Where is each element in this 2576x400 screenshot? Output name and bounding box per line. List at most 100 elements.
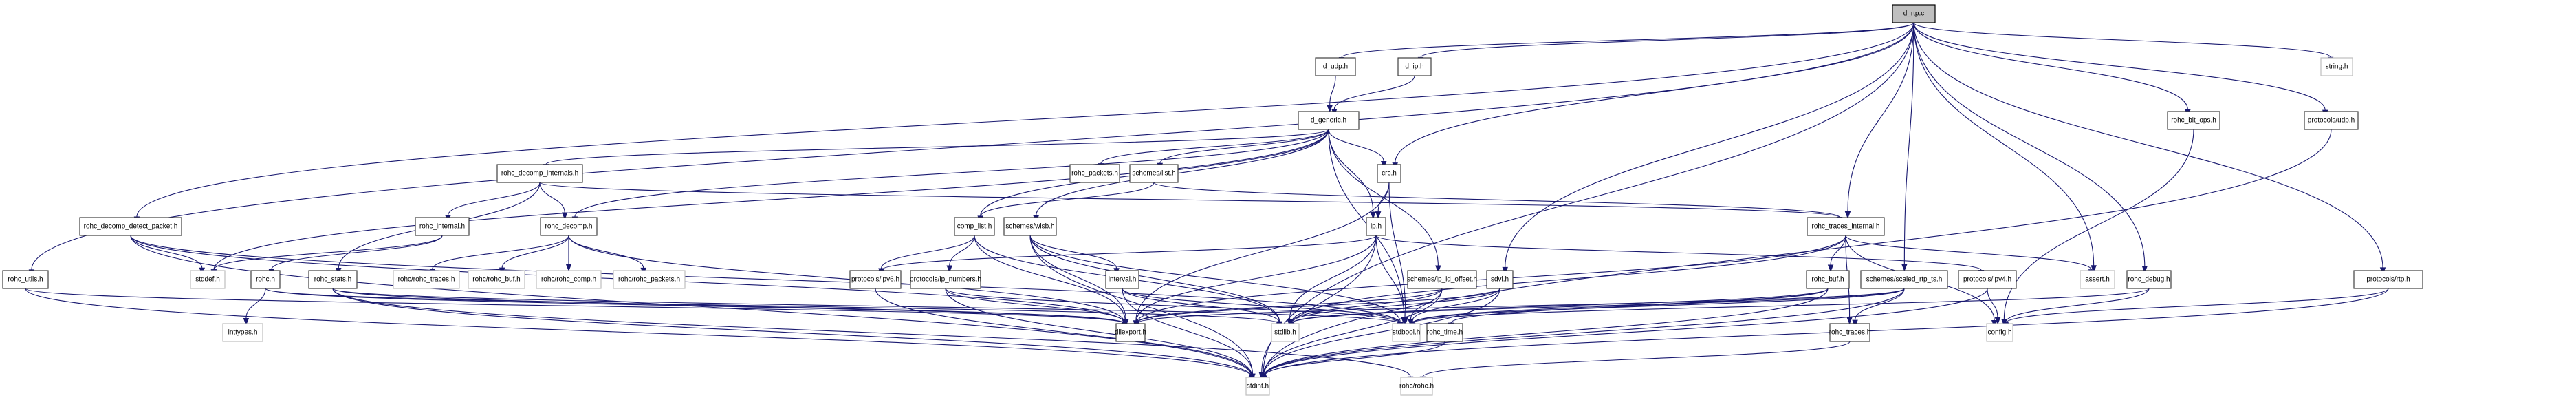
node-d-generic-h[interactable]: d_generic.h <box>1298 111 1360 130</box>
node-comp-list-h[interactable]: comp_list.h <box>954 217 995 236</box>
node-rohc-decomp-h[interactable]: rohc_decomp.h <box>540 217 598 236</box>
node-label: d_rtp.c <box>1903 10 1925 18</box>
node-rohc-rohc-buf-h: rohc/rohc_buf.h <box>468 270 525 289</box>
edge-line <box>332 288 1401 324</box>
edge-line <box>332 288 1252 377</box>
edge-line <box>1263 288 2389 377</box>
edge-line <box>1263 288 1988 377</box>
node-protocols-ipv6-h[interactable]: protocols/ipv6.h <box>849 270 902 289</box>
node-rohc-debug-h[interactable]: rohc_debug.h <box>2126 270 2172 289</box>
edge-d_ip_h-to-d_generic_h <box>1331 75 1415 116</box>
node-dllexport-h[interactable]: dllexport.h <box>1115 323 1146 342</box>
node-schemes-list-h[interactable]: schemes/list.h <box>1129 164 1179 183</box>
edge-line <box>1136 288 1443 324</box>
node-schemes-ip-id-offset-h[interactable]: schemes/ip_id_offset.h <box>1407 270 1477 289</box>
node-protocols-udp-h[interactable]: protocols/udp.h <box>2304 111 2359 130</box>
node-rohc-packets-h[interactable]: rohc_packets.h <box>1069 164 1120 183</box>
edge-line <box>1122 288 1280 323</box>
node-rohc-traces-h[interactable]: rohc_traces.h <box>1829 323 1871 342</box>
node-label: schemes/ip_id_offset.h <box>1407 276 1477 284</box>
node-box <box>190 270 226 289</box>
edge-line <box>1328 129 1374 213</box>
edge-line <box>1029 235 1401 322</box>
node-label: crc.h <box>1382 170 1397 178</box>
edge-line <box>1341 22 1914 58</box>
node-rohc-utils-h[interactable]: rohc_utils.h <box>2 270 49 289</box>
node-stdlib-h: stdlib.h <box>1271 323 1300 342</box>
node-protocols-rtp-h[interactable]: protocols/rtp.h <box>2353 270 2423 289</box>
edge-rohc_h-to-inttypes_h <box>243 288 266 326</box>
node-sdvl-h[interactable]: sdvl.h <box>1486 270 1514 289</box>
arrowhead <box>243 317 250 326</box>
node-label: d_ip.h <box>1405 63 1423 71</box>
edge-line <box>945 288 1252 376</box>
edge-line <box>136 22 1914 218</box>
edge-line <box>1845 235 2092 271</box>
edge-rohc_buf_h-to-stdlib_h <box>1288 288 1829 330</box>
edge-d_rtp_c-to-sdvl_h <box>1502 22 1914 275</box>
node-crc-h[interactable]: crc.h <box>1377 164 1401 183</box>
edge-line <box>332 288 1411 377</box>
edge-line <box>1333 75 1415 109</box>
node-protocols-ipv4-h[interactable]: protocols/ipv4.h <box>1958 270 2017 289</box>
node-box <box>1426 323 1463 342</box>
edge-d_generic_h-to-stddef_h <box>210 129 1329 277</box>
node-box <box>1377 164 1401 183</box>
node-box <box>250 270 281 289</box>
node-rohc-decomp-detect-packet-h[interactable]: rohc_decomp_detect_packet.h <box>79 217 182 236</box>
node-schemes-wlsb-h[interactable]: schemes/wlsb.h <box>1003 217 1057 236</box>
node-box <box>2353 270 2423 289</box>
node-rohc-internal-h[interactable]: rohc_internal.h <box>415 217 470 236</box>
edge-line <box>1291 288 1829 324</box>
edge-d_rtp_c-to-crc_h <box>1392 22 1914 171</box>
edge-line <box>1830 235 1846 265</box>
node-label: rohc_buf.h <box>1811 276 1844 284</box>
edge-line <box>1395 22 1914 163</box>
node-label: rohc/rohc.h <box>1399 383 1434 390</box>
node-rohc-decomp-internals-h[interactable]: rohc_decomp_internals.h <box>496 164 583 183</box>
edge-line <box>432 235 569 270</box>
edge-d_generic_h-to-rohc_decomp_h <box>571 129 1329 224</box>
edge-line <box>1903 22 1914 265</box>
node-rohc-time-h[interactable]: rohc_time.h <box>1426 323 1463 342</box>
edge-line <box>332 288 1125 324</box>
node-rohc-h[interactable]: rohc.h <box>250 270 281 289</box>
edge-line <box>545 129 1329 165</box>
edge-line <box>501 235 569 269</box>
edge-line <box>1412 288 2150 324</box>
node-protocols-ip-numbers-h[interactable]: protocols/ip_numbers.h <box>910 270 981 289</box>
edge-line <box>1159 129 1329 164</box>
node-label: config.h <box>1987 329 2011 337</box>
edge-d_rtp_c-to-rohc_utils_h <box>28 22 1914 277</box>
node-schemes-scaled-rtp-ts-h[interactable]: schemes/scaled_rtp_ts.h <box>1860 270 1948 289</box>
edge-line <box>1291 288 1500 323</box>
node-d-udp-h[interactable]: d_udp.h <box>1315 57 1356 76</box>
node-d-rtp-c[interactable]: d_rtp.c <box>1892 4 1936 23</box>
edge-protocols_ipv4_h-to-config_h <box>1987 288 2001 325</box>
node-label: stdint.h <box>1247 383 1269 390</box>
edge-d_rtp_c-to-schemes_scaled_rtp_ts_h <box>1901 22 1914 272</box>
node-box <box>2167 111 2220 130</box>
edge-rohc_decomp_detect_packet_h-to-stddef_h <box>130 235 206 275</box>
edge-line <box>1913 22 2383 268</box>
node-label: rohc_utils.h <box>8 276 43 284</box>
arrowhead <box>562 212 568 220</box>
node-label: stddef.h <box>195 276 220 284</box>
node-rohc-buf-h[interactable]: rohc_buf.h <box>1806 270 1850 289</box>
edge-d_rtp_c-to-rohc_debug_h <box>1913 22 2148 273</box>
edge-line <box>1411 288 1500 322</box>
edge-schemes_ip_id_offset_h-to-stdbool_h <box>1408 288 1443 327</box>
node-box <box>1407 270 1477 289</box>
node-ip-h[interactable]: ip.h <box>1366 217 1386 236</box>
node-d-ip-h[interactable]: d_ip.h <box>1397 57 1432 76</box>
node-rohc-stats-h[interactable]: rohc_stats.h <box>308 270 358 289</box>
node-interval-h[interactable]: interval.h <box>1105 270 1139 289</box>
node-rohc-traces-internal-h[interactable]: rohc_traces_internal.h <box>1807 217 1885 236</box>
node-rohc-bit-ops-h[interactable]: rohc_bit_ops.h <box>2167 111 2220 130</box>
edge-line <box>949 235 975 266</box>
node-box <box>1315 57 1356 76</box>
edge-rohc_debug_h-to-stdbool_h <box>1409 288 2150 330</box>
node-label: schemes/wlsb.h <box>1005 223 1054 231</box>
node-label: string.h <box>2326 63 2348 71</box>
